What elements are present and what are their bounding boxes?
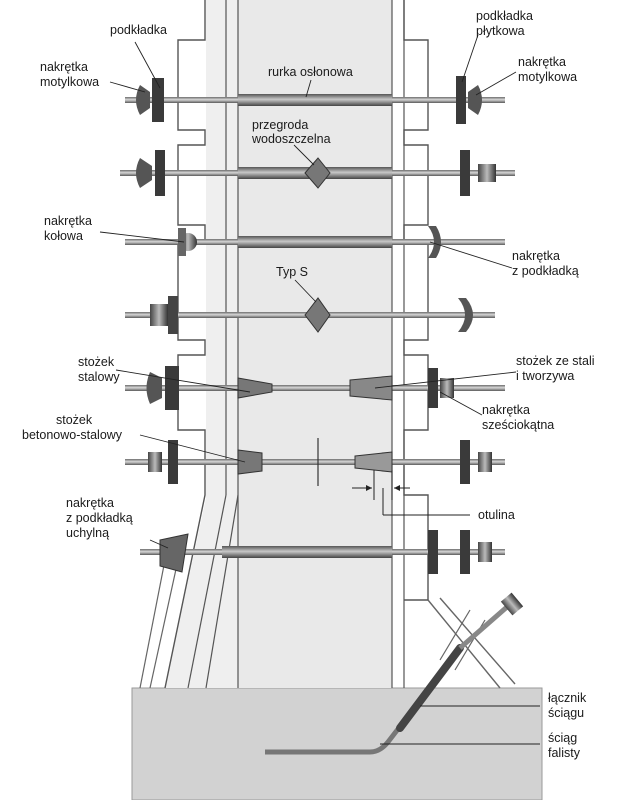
wing-nut-right-icon [468,85,482,115]
label-waterstop: przegroda wodoszczelna [251,118,331,146]
nut-with-washer-icon [428,226,441,258]
concrete-steel-cone-icon [237,449,263,475]
tie-row-7 [140,530,505,574]
tie-row-3 [125,226,505,258]
tie-row-2 [120,150,515,196]
wing-nut-left-icon [136,85,150,115]
tie-row-5 [125,366,505,410]
label-steel-plastic-cone: stożek ze stali i tworzywa [516,354,598,383]
type-s-icon [304,297,331,333]
label-plate-washer: podkładka płytkowa [476,9,536,38]
label-type-s: Typ S [276,265,308,279]
label-tie-connector: łącznik ściągu [548,691,590,720]
label-washer: podkładka [110,23,167,37]
concrete-wall-slant [165,0,238,688]
label-cover: otulina [478,508,515,522]
wavy-tie-rod [265,592,524,755]
steel-plastic-cone-icon [349,375,393,401]
label-wing-nut-left: nakrętka motylkowa [40,60,99,89]
label-steel-cone: stożek stalowy [78,355,120,384]
cover-dimension [352,470,470,516]
label-nut-with-washer: nakrętka z podkładką [512,249,579,278]
label-wing-nut-right: nakrętka motylkowa [518,55,577,84]
hex-nut-icon [440,378,454,398]
tie-connector-icon [500,592,524,616]
label-concrete-steel-cone: stożek betonowo-stalowy [22,413,123,442]
label-sleeve-tube: rurka osłonowa [268,65,353,79]
plate-washer-right [456,76,466,124]
washer-left [152,78,164,122]
right-formwork [403,0,429,601]
waterstop-icon [304,157,331,189]
label-round-nut: nakrętka kołowa [44,214,95,243]
label-hex-nut: nakrętka sześciokątna [482,403,554,432]
tilting-washer-nut-icon [159,533,189,573]
tie-row-4 [125,296,495,334]
steel-cone-icon [237,377,273,399]
label-wavy-tie: ściąg falisty [548,731,581,760]
tie-row-6 [125,438,505,486]
label-tilting-washer-nut: nakrętka z podkładką uchylną [66,496,136,540]
leader-lines [99,34,540,745]
tie-row-1 [125,76,505,124]
